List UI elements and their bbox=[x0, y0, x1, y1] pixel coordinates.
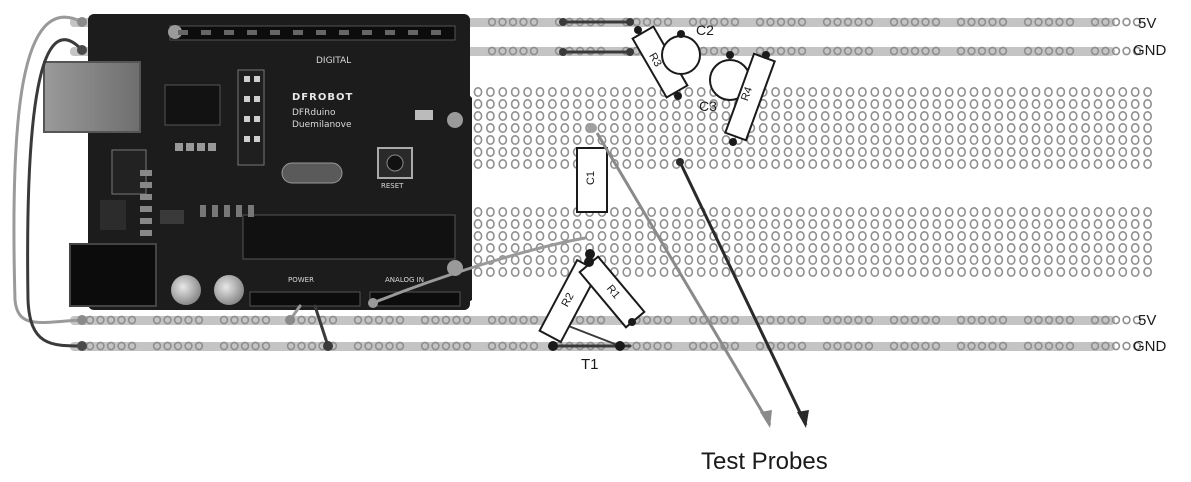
smd-part bbox=[408, 30, 418, 35]
smd-part bbox=[415, 110, 433, 120]
r3-lead-bottom bbox=[674, 92, 682, 100]
jumper-node bbox=[285, 315, 295, 325]
label-test-probes: Test Probes bbox=[701, 448, 828, 476]
smd-part bbox=[316, 30, 326, 35]
smd-part bbox=[100, 200, 126, 230]
label-t1: T1 bbox=[581, 356, 599, 373]
smd-part bbox=[244, 136, 250, 142]
reset-button-cap bbox=[387, 155, 403, 171]
board-reset-label: RESET bbox=[381, 182, 403, 190]
usb-chip bbox=[165, 85, 220, 125]
header-power bbox=[250, 292, 360, 306]
probe-arrow-right bbox=[797, 410, 809, 428]
smd-part bbox=[175, 143, 183, 151]
smd-part bbox=[431, 30, 441, 35]
jumper-node bbox=[77, 17, 87, 27]
probe-right-start bbox=[676, 158, 684, 166]
jumper-node bbox=[323, 341, 333, 351]
label-c2: C2 bbox=[696, 22, 714, 38]
r1-lead-bottom bbox=[628, 318, 636, 326]
board-model-line1: DFRduino bbox=[292, 108, 336, 118]
r4-lead-bottom bbox=[729, 138, 737, 146]
power-jack bbox=[70, 244, 156, 306]
t1-lead-left bbox=[548, 341, 558, 351]
smd-part bbox=[254, 136, 260, 142]
c3-lead bbox=[726, 51, 734, 59]
icsp-header bbox=[238, 70, 264, 165]
board-analog-label: ANALOG IN bbox=[385, 276, 424, 284]
smd-part bbox=[244, 76, 250, 82]
jumper-node bbox=[559, 18, 567, 26]
c2-lead bbox=[677, 30, 685, 38]
smd-part bbox=[254, 116, 260, 122]
smd-part bbox=[201, 30, 211, 35]
smd-part bbox=[200, 205, 206, 217]
board-brand: DFROBOT bbox=[292, 92, 353, 103]
smd-part bbox=[140, 218, 152, 224]
usb-connector bbox=[44, 62, 140, 132]
crystal bbox=[282, 163, 342, 183]
label-top-gnd: GND bbox=[1133, 42, 1166, 59]
label-top-5v: 5V bbox=[1138, 15, 1156, 32]
smd-part bbox=[339, 30, 349, 35]
jumper-node bbox=[626, 48, 634, 56]
jumper-node bbox=[559, 48, 567, 56]
jumper-node bbox=[77, 341, 87, 351]
smd-part bbox=[140, 170, 152, 176]
t1-lead-top bbox=[584, 257, 594, 267]
board-model-line2: Duemilanove bbox=[292, 120, 352, 130]
label-bottom-5v: 5V bbox=[1138, 312, 1156, 329]
smd-part bbox=[385, 30, 395, 35]
smd-part bbox=[208, 143, 216, 151]
smd-part bbox=[197, 143, 205, 151]
jumper-node bbox=[368, 298, 378, 308]
smd-part bbox=[140, 182, 152, 188]
jumper-node bbox=[77, 45, 87, 55]
t1-lead-right bbox=[615, 341, 625, 351]
smd-part bbox=[248, 205, 254, 217]
label-c1: C1 bbox=[585, 171, 597, 185]
smd-part bbox=[140, 194, 152, 200]
smd-part bbox=[244, 96, 250, 102]
smd-part bbox=[186, 143, 194, 151]
smd-part bbox=[247, 30, 257, 35]
smd-part bbox=[224, 205, 230, 217]
capacitor-right bbox=[214, 275, 244, 305]
label-c3: C3 bbox=[699, 98, 717, 114]
mount-hole-right bbox=[447, 112, 463, 128]
smd-part bbox=[236, 205, 242, 217]
board-power-label: POWER bbox=[288, 276, 314, 284]
smd-part bbox=[293, 30, 303, 35]
label-bottom-gnd: GND bbox=[1133, 338, 1166, 355]
smd-part bbox=[160, 210, 184, 224]
smd-part bbox=[254, 96, 260, 102]
smd-part bbox=[362, 30, 372, 35]
smd-part bbox=[244, 116, 250, 122]
smd-part bbox=[224, 30, 234, 35]
jumper-node bbox=[626, 18, 634, 26]
smd-part bbox=[254, 76, 260, 82]
smd-part bbox=[140, 230, 152, 236]
board-digital-label: DIGITAL bbox=[316, 56, 351, 66]
smd-part bbox=[212, 205, 218, 217]
r3-lead-top bbox=[634, 26, 642, 34]
microcontroller-chip bbox=[243, 215, 455, 259]
c1-lead-top bbox=[587, 123, 597, 133]
capacitor-c2 bbox=[662, 36, 700, 74]
smd-part bbox=[270, 30, 280, 35]
probe-arrow-left bbox=[760, 410, 772, 428]
capacitor-left bbox=[171, 275, 201, 305]
jumper-node bbox=[77, 315, 87, 325]
arduino-board bbox=[44, 14, 472, 310]
smd-part bbox=[140, 206, 152, 212]
smd-part bbox=[178, 30, 188, 35]
r4-lead-top bbox=[762, 51, 770, 59]
